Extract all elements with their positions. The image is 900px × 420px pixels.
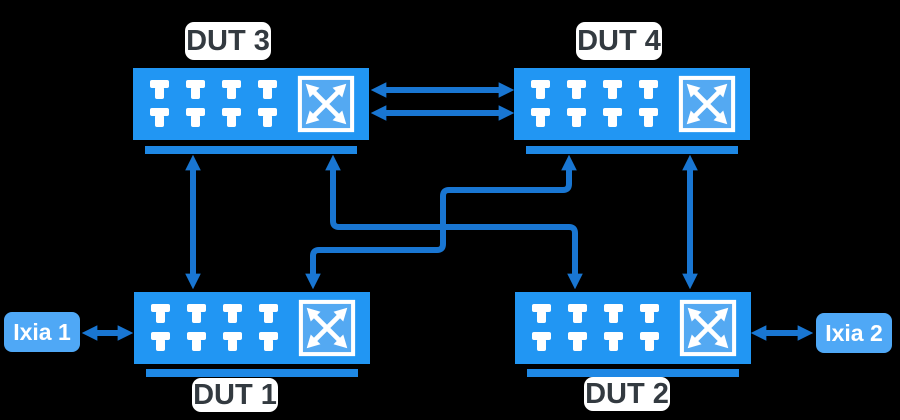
ethernet-port-icon [640,332,659,351]
ethernet-port-icon [603,108,622,127]
ethernet-port-icon [186,108,205,127]
ethernet-port-icon [603,80,622,99]
ethernet-port-icon [604,304,623,323]
ethernet-port-icon [531,108,550,127]
ethernet-port-icon [258,80,277,99]
switch-crossover-icon [298,299,356,357]
switch-crossover-icon [297,75,355,133]
ethernet-port-icon [223,332,242,351]
device-label-dut1: DUT 1 [192,378,278,412]
device-label-dut4: DUT 4 [576,22,662,60]
ethernet-port-icon [567,80,586,99]
switch-dut3 [133,68,369,140]
ethernet-port-icon [532,304,551,323]
ethernet-port-icon [532,332,551,351]
device-label-dut3: DUT 3 [185,22,271,60]
traffic-generator-ixia1: Ixia 1 [4,312,80,352]
switch-dut1 [134,292,370,364]
ethernet-port-icon [187,332,206,351]
traffic-generator-ixia2: Ixia 2 [816,313,892,353]
ethernet-port-icon [223,304,242,323]
ethernet-port-icon [187,304,206,323]
ethernet-port-icon [259,332,278,351]
device-label-dut2: DUT 2 [584,377,670,411]
ethernet-port-icon [604,332,623,351]
switch-crossover-icon [679,299,737,357]
ethernet-port-icon [568,304,587,323]
ethernet-port-icon [150,80,169,99]
ethernet-port-icon [259,304,278,323]
ethernet-port-icon [258,108,277,127]
ethernet-port-icon [640,304,659,323]
link-dut4-dut1-crossover [305,154,577,290]
port-grid [134,292,370,364]
switch-base-bar [145,146,357,154]
link-dut3-dut2-crossover [325,154,583,290]
switch-dut2 [515,292,751,364]
switch-crossover-icon [678,75,736,133]
port-grid [514,68,750,140]
ethernet-port-icon [186,80,205,99]
ethernet-port-icon [222,108,241,127]
ethernet-port-icon [531,80,550,99]
ethernet-port-icon [567,108,586,127]
ethernet-port-icon [568,332,587,351]
ethernet-port-icon [639,108,658,127]
ethernet-port-icon [639,80,658,99]
ethernet-port-icon [222,80,241,99]
ethernet-port-icon [150,108,169,127]
port-grid [515,292,751,364]
switch-base-bar [146,369,358,377]
port-grid [133,68,369,140]
ethernet-port-icon [151,304,170,323]
ethernet-port-icon [151,332,170,351]
switch-dut4 [514,68,750,140]
switch-base-bar [526,146,738,154]
switch-base-bar [527,369,739,377]
